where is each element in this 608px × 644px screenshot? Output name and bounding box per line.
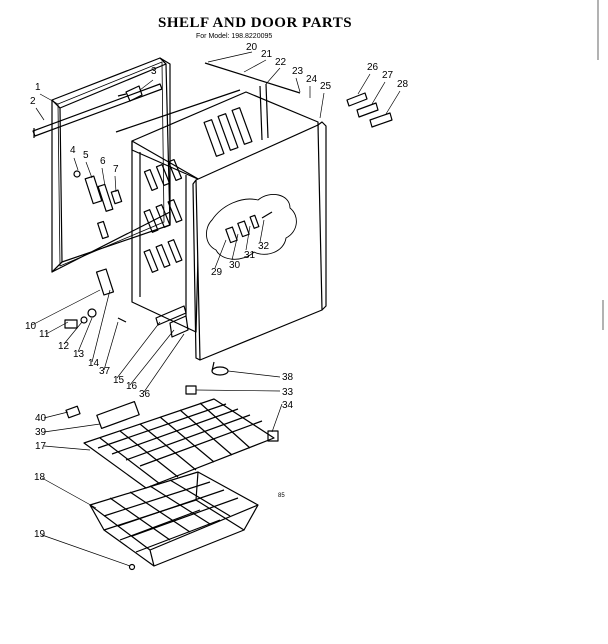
diagram-title: SHELF AND DOOR PARTS bbox=[158, 15, 353, 31]
screw-19 bbox=[128, 563, 136, 571]
callout-13: 13 bbox=[73, 349, 85, 360]
wire-basket bbox=[89, 471, 259, 567]
hinge-parts bbox=[73, 170, 123, 240]
callout-1: 1 bbox=[35, 82, 41, 93]
callout-18: 18 bbox=[34, 472, 46, 483]
callout-33: 33 bbox=[282, 387, 294, 398]
callout-29: 29 bbox=[211, 267, 223, 278]
callout-32: 32 bbox=[258, 241, 270, 252]
door-gasket bbox=[51, 57, 171, 273]
callout-25: 25 bbox=[320, 81, 332, 92]
door-lower-hardware bbox=[64, 268, 189, 338]
callout-34: 34 bbox=[282, 400, 294, 411]
rod-21 bbox=[115, 89, 241, 133]
door-foot-pad bbox=[211, 361, 229, 376]
callout-19: 19 bbox=[34, 529, 46, 540]
callout-4: 4 bbox=[70, 145, 76, 156]
model-number: For Model: 198.8220095 bbox=[196, 33, 273, 40]
trim-clips bbox=[346, 92, 393, 128]
callout-28: 28 bbox=[397, 79, 409, 90]
callout-26: 26 bbox=[367, 62, 379, 73]
callout-23: 23 bbox=[292, 66, 304, 77]
callout-24: 24 bbox=[306, 74, 318, 85]
callout-7: 7 bbox=[113, 164, 119, 175]
door-shelf-bar bbox=[32, 83, 163, 138]
callout-30: 30 bbox=[229, 260, 241, 271]
callout-3: 3 bbox=[151, 66, 157, 77]
wire-shelf bbox=[65, 385, 279, 489]
top-bracket bbox=[117, 85, 143, 102]
callout-10: 10 bbox=[25, 321, 37, 332]
callout-22: 22 bbox=[275, 57, 287, 68]
callout-17: 17 bbox=[35, 441, 47, 452]
rod-20 bbox=[204, 62, 301, 94]
callout-37: 37 bbox=[99, 366, 111, 377]
callout-6: 6 bbox=[100, 156, 106, 167]
callout-5: 5 bbox=[83, 150, 89, 161]
callout-38: 38 bbox=[282, 372, 294, 383]
callout-20: 20 bbox=[246, 42, 258, 53]
page-code: 85 bbox=[278, 493, 285, 499]
callout-14: 14 bbox=[88, 358, 100, 369]
callout-11: 11 bbox=[39, 329, 50, 340]
callout-36: 36 bbox=[139, 389, 151, 400]
callout-31: 31 bbox=[244, 250, 256, 261]
callout-40: 40 bbox=[35, 413, 47, 424]
callout-2: 2 bbox=[30, 96, 36, 107]
outer-door-panel bbox=[192, 121, 327, 361]
callout-12: 12 bbox=[58, 341, 70, 352]
callout-21: 21 bbox=[261, 49, 273, 60]
callout-39: 39 bbox=[35, 427, 47, 438]
leader-lines bbox=[31, 51, 401, 567]
callout-27: 27 bbox=[382, 70, 394, 81]
callout-15: 15 bbox=[113, 375, 125, 386]
callout-16: 16 bbox=[126, 381, 138, 392]
